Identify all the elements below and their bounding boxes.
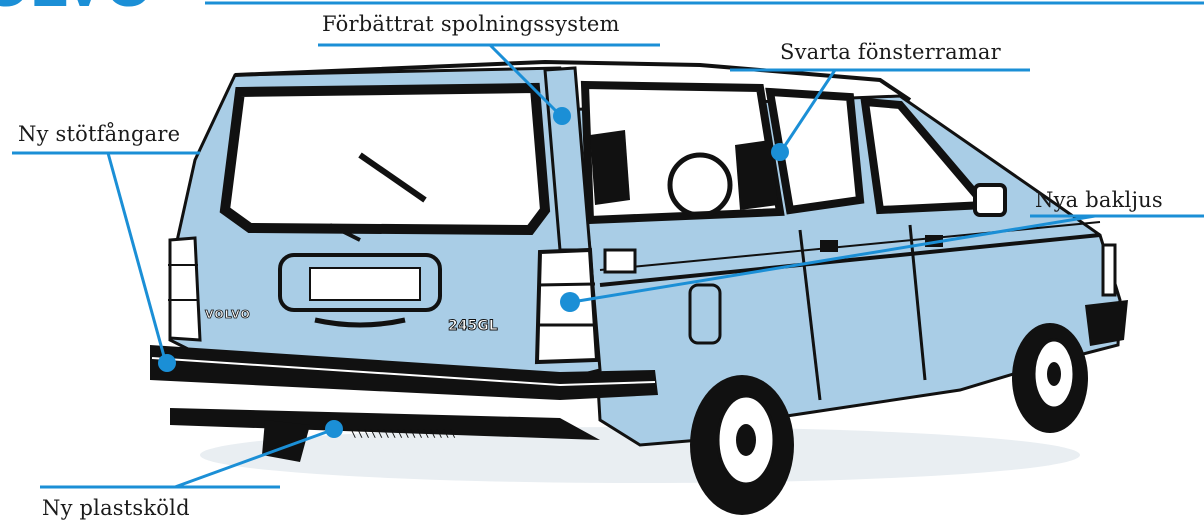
dot-bakljus: [560, 292, 580, 312]
headlight: [1103, 245, 1115, 295]
label-fonsterramar: Svarta fönsterramar: [780, 42, 1001, 63]
dot-plastskold: [325, 420, 343, 438]
label-plastskold: Ny plastsköld: [42, 498, 190, 519]
rear-window: [225, 88, 545, 230]
rear-vent: [605, 250, 635, 272]
wheel-rear: [690, 375, 794, 515]
dot-stotfangare: [158, 354, 176, 372]
door-handle-rear: [820, 240, 838, 252]
license-plate: [310, 268, 420, 300]
badge-model: 245GL: [448, 318, 498, 334]
taillight-left: [170, 238, 200, 340]
front-bumper: [1085, 300, 1128, 346]
dot-fonster: [771, 143, 789, 161]
svg-text:\\\\\\\\\\\\\\\\: \\\\\\\\\\\\\\\\: [350, 427, 456, 440]
side-mirror: [975, 185, 1005, 215]
rear-seat: [590, 130, 630, 205]
wheel-front: [1012, 323, 1088, 433]
dot-spolning: [553, 107, 571, 125]
label-stotfangare: Ny stötfångare: [18, 124, 180, 145]
label-spolningssystem: Förbättrat spolningssystem: [322, 14, 620, 35]
leader-stotfangare: [108, 153, 165, 360]
label-bakljus: Nya bakljus: [1035, 190, 1163, 211]
badge-brand: VOLVO: [205, 308, 251, 321]
header-title: OLVO: [0, 0, 153, 20]
